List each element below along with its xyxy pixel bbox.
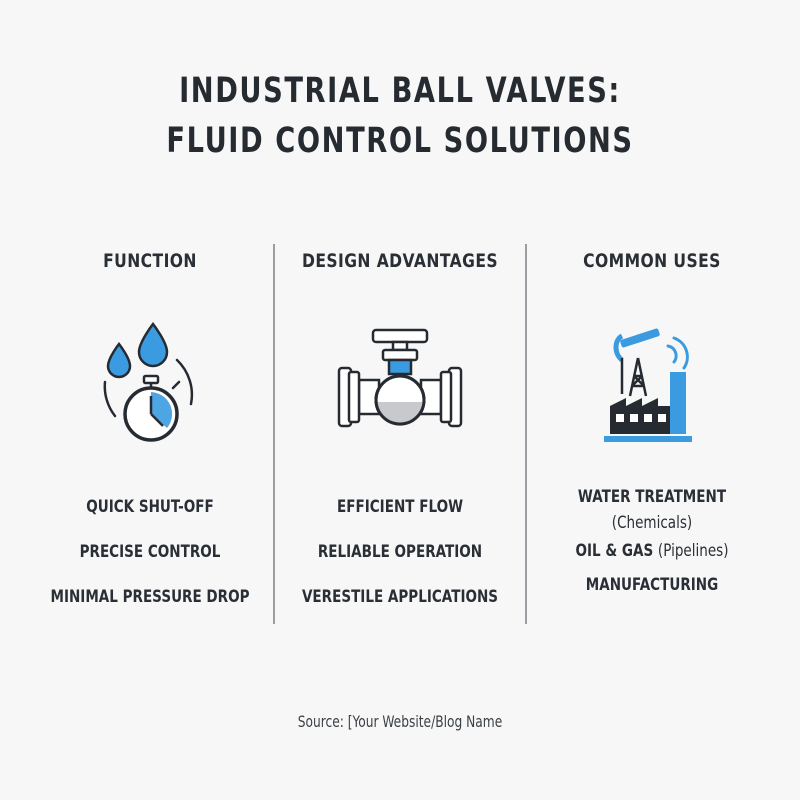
ball-valve-icon xyxy=(337,328,463,428)
common-uses-list: WATER TREATMENT (Chemicals) OIL & GAS (P… xyxy=(527,484,777,598)
list-item: QUICK SHUT-OFF xyxy=(86,497,214,516)
list-item-label: OIL & GAS xyxy=(575,541,654,560)
list-item: MINIMAL PRESSURE DROP xyxy=(50,587,250,606)
oil-pump-factory-icon xyxy=(604,328,692,442)
column-heading-design-advantages: DESIGN ADVANTAGES xyxy=(301,250,499,272)
list-item: WATER TREATMENT xyxy=(550,484,755,510)
design-advantages-list: EFFICIENT FLOW RELIABLE OPERATION VEREST… xyxy=(275,484,525,619)
list-item: OIL & GAS (Pipelines) xyxy=(550,538,755,564)
title-line-2: FLUID CONTROL SOLUTIONS xyxy=(166,121,634,161)
page-title: INDUSTRIAL BALL VALVES: FLUID CONTROL SO… xyxy=(88,66,712,166)
list-item: PRECISE CONTROL xyxy=(79,542,221,561)
list-item-label: WATER TREATMENT xyxy=(577,487,727,506)
list-item-label: MANUFACTURING xyxy=(585,575,719,594)
list-item: RELIABLE OPERATION xyxy=(317,542,483,561)
water-drops-stopwatch-icon xyxy=(103,321,194,442)
list-item-note: (Pipelines) xyxy=(657,541,729,560)
source-credit: Source: [Your Website/Blog Name xyxy=(297,712,503,731)
list-item: MANUFACTURING xyxy=(550,572,755,598)
column-divider-left xyxy=(273,244,275,624)
function-list: QUICK SHUT-OFF PRECISE CONTROL MINIMAL P… xyxy=(25,484,275,619)
column-heading-function: FUNCTION xyxy=(103,250,197,272)
column-heading-common-uses: COMMON USES xyxy=(583,250,721,272)
list-item-note: (Chemicals) xyxy=(611,513,693,532)
list-item: VERESTILE APPLICATIONS xyxy=(301,587,499,606)
column-divider-right xyxy=(525,244,527,624)
list-item: EFFICIENT FLOW xyxy=(336,497,464,516)
title-line-1: INDUSTRIAL BALL VALVES: xyxy=(179,71,621,111)
